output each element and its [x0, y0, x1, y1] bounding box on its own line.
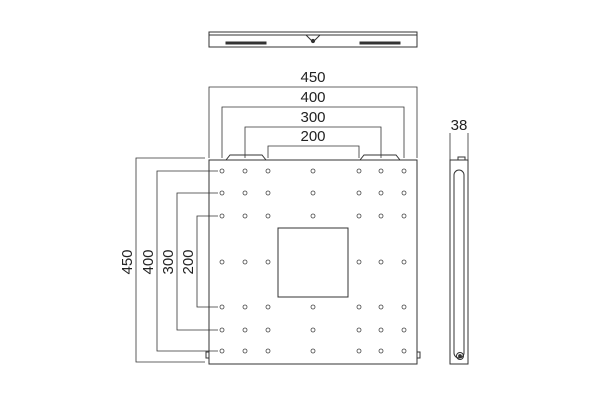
side-view [449, 133, 469, 365]
mounting-hole [265, 168, 271, 174]
mounting-hole [219, 168, 225, 174]
mounting-hole [401, 327, 407, 333]
dimension-label-400-top: 400 [300, 89, 325, 106]
dimension-line-300-horizontal [244, 126, 382, 158]
mounting-hole [242, 259, 248, 265]
mounting-hole [401, 304, 407, 310]
mounting-hole [219, 213, 225, 219]
top-view [208, 31, 418, 48]
front-plate-top-tab-left [225, 154, 267, 161]
mounting-hole [378, 213, 384, 219]
mounting-hole [401, 259, 407, 265]
mounting-hole [219, 348, 225, 354]
mounting-holes [219, 168, 407, 354]
side-view-knob [456, 352, 464, 360]
mounting-hole [310, 304, 316, 310]
side-view-top-tab [457, 156, 466, 161]
mounting-hole [378, 190, 384, 196]
mounting-hole [401, 190, 407, 196]
front-plate-outline [208, 159, 418, 365]
dimension-label-300-left: 300 [160, 249, 177, 274]
mounting-hole [356, 348, 362, 354]
side-dimension-label-38: 38 [451, 117, 468, 134]
mounting-hole [378, 304, 384, 310]
dimension-line-200-horizontal [267, 145, 360, 158]
dimension-line-450-horizontal [208, 86, 418, 158]
mounting-hole [265, 259, 271, 265]
dimension-label-450-top: 450 [300, 69, 325, 86]
mounting-hole [265, 213, 271, 219]
mounting-hole [310, 168, 316, 174]
mounting-hole [356, 168, 362, 174]
mounting-hole [356, 259, 362, 265]
side-view-slot [453, 169, 465, 359]
mounting-hole [242, 304, 248, 310]
mounting-hole [242, 190, 248, 196]
front-plate-bottom-tab-left [205, 351, 210, 359]
side-view-outline [449, 159, 469, 365]
front-plate-bottom-tab-right [416, 351, 421, 359]
dimension-line-400-vertical [156, 170, 218, 352]
dimension-label-450-left: 450 [119, 249, 136, 274]
mounting-hole [401, 348, 407, 354]
mounting-hole [242, 327, 248, 333]
mounting-hole [356, 190, 362, 196]
dimension-label-200-left: 200 [180, 249, 197, 274]
mounting-hole [378, 348, 384, 354]
top-dimensions [208, 86, 418, 158]
mounting-hole [219, 327, 225, 333]
left-dimensions [135, 157, 218, 363]
mounting-hole [356, 327, 362, 333]
mounting-hole [242, 213, 248, 219]
mounting-hole [242, 168, 248, 174]
dimension-label-300-top: 300 [300, 109, 325, 126]
mounting-hole [310, 327, 316, 333]
dimension-line-300-vertical [176, 192, 218, 331]
mounting-hole [310, 348, 316, 354]
center-cutout [277, 227, 349, 298]
mounting-hole [378, 327, 384, 333]
dimension-line-450-vertical [135, 157, 205, 363]
top-view-slot-left [225, 41, 267, 45]
mounting-hole [401, 168, 407, 174]
mounting-hole [219, 304, 225, 310]
mounting-hole [219, 190, 225, 196]
mounting-hole [378, 168, 384, 174]
dimension-label-400-left: 400 [140, 249, 157, 274]
dimension-line-400-horizontal [221, 106, 405, 158]
mounting-hole [219, 259, 225, 265]
front-plate-top-tab-right [359, 154, 401, 161]
mounting-hole [401, 213, 407, 219]
mounting-hole [378, 259, 384, 265]
side-view-knob-center [458, 354, 462, 358]
mounting-hole [310, 213, 316, 219]
mounting-hole [356, 213, 362, 219]
mounting-hole [310, 190, 316, 196]
top-view-slot-right [359, 41, 401, 45]
mounting-hole [242, 348, 248, 354]
mounting-hole [265, 327, 271, 333]
dimension-label-200-top: 200 [300, 128, 325, 145]
mounting-hole [265, 190, 271, 196]
dimension-line-200-vertical [196, 215, 218, 308]
top-view-outline [208, 31, 418, 48]
top-view-center-hole [310, 38, 316, 44]
mounting-hole [265, 348, 271, 354]
front-view [205, 154, 421, 365]
mounting-hole [356, 304, 362, 310]
mounting-hole [265, 304, 271, 310]
